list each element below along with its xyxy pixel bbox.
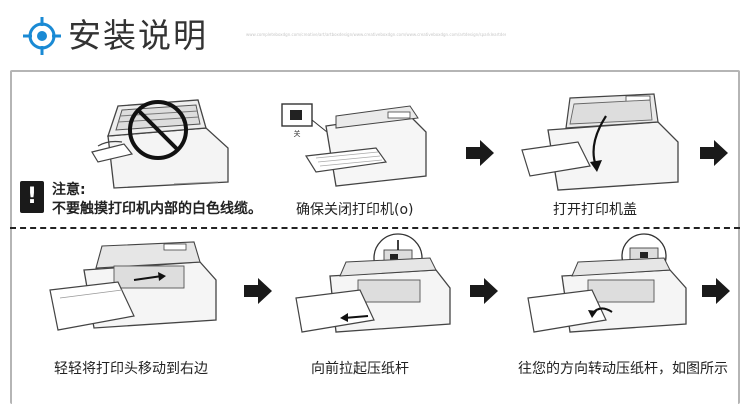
printer-open-cover-image xyxy=(521,93,679,191)
step-4-illustration xyxy=(290,232,460,342)
page-title: 安装说明 xyxy=(68,16,208,55)
arrow-right-icon xyxy=(700,140,728,166)
warning-title: 注意: xyxy=(52,182,86,198)
step-2-illustration xyxy=(518,92,688,196)
svg-text:关: 关 xyxy=(294,129,301,138)
step-5-illustration xyxy=(522,232,694,342)
row-divider xyxy=(10,227,740,229)
arrow-right-icon xyxy=(244,278,272,304)
printer-power-image: 关 xyxy=(281,103,427,187)
arrow-right-icon xyxy=(466,140,494,166)
arrow-right-icon xyxy=(702,278,730,304)
watermark-text: www.completeboxdgn.com/creative/art/artb… xyxy=(246,32,506,37)
step-3-caption: 轻轻将打印头移动到右边 xyxy=(54,361,208,377)
step-4-caption: 向前拉起压纸杆 xyxy=(311,361,409,377)
printer-rotate-lever-image xyxy=(527,233,687,333)
printer-pull-lever-image xyxy=(295,233,451,333)
crosshair-icon xyxy=(23,17,61,55)
arrow-right-icon xyxy=(470,278,498,304)
warning-note: ! 注意: 不要触摸打印机内部的白色线缆。 xyxy=(20,181,290,221)
step-2-caption: 打开打印机盖 xyxy=(553,202,637,218)
printer-no-touch-image xyxy=(91,99,229,189)
printer-move-head-image xyxy=(49,241,217,331)
step-1-caption: 确保关闭打印机(o) xyxy=(296,202,414,218)
exclamation-icon: ! xyxy=(20,181,44,213)
warning-text: 不要触摸打印机内部的白色线缆。 xyxy=(52,201,262,217)
step-5-caption: 往您的方向转动压纸杆，如图所示 xyxy=(518,361,728,377)
header: 安装说明 www.completeboxdgn.com/creative/art… xyxy=(0,0,750,70)
step-1-illustration: 关 xyxy=(276,96,436,196)
step-3-illustration xyxy=(44,240,224,340)
warning-illustration xyxy=(78,96,238,192)
